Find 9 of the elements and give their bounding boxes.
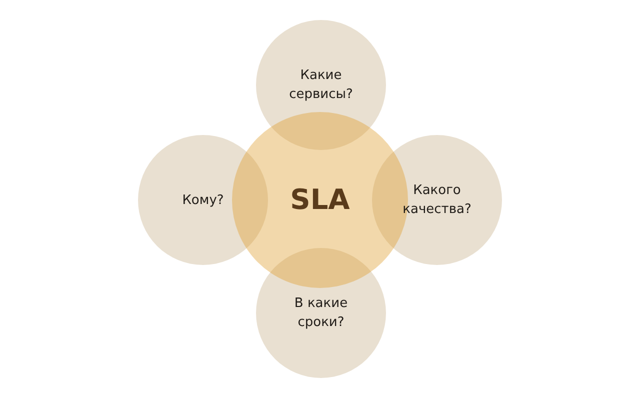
venn-circle	[256, 20, 386, 150]
circle-label: В какие сроки?	[293, 295, 349, 332]
venn-circle	[372, 135, 502, 265]
circle-label: Кому?	[182, 192, 224, 210]
venn-circle	[256, 248, 386, 378]
venn-circle	[138, 135, 268, 265]
circle-label: Какие сервисы?	[288, 67, 354, 104]
circle-label: Какого качества?	[402, 182, 472, 219]
core-label: SLA	[290, 184, 350, 216]
